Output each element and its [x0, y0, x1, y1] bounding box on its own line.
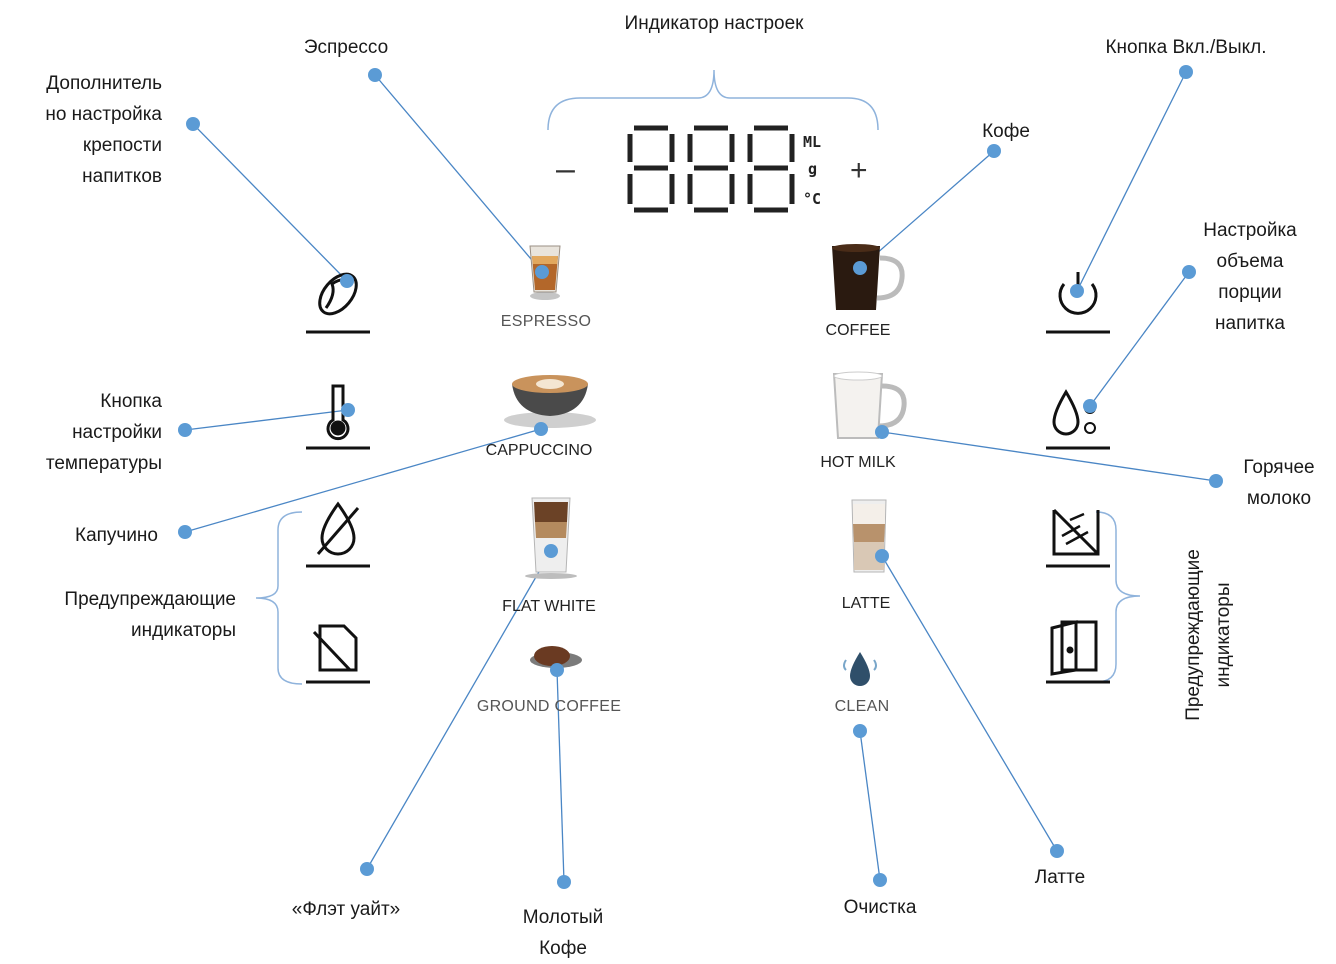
warnings-right-bracket — [1095, 511, 1141, 683]
clean-drops-icon — [843, 652, 877, 686]
espresso-glass-icon — [529, 245, 561, 300]
warning-descale — [306, 624, 370, 684]
callout-strength: Дополнитель но настройка крепости напитк… — [45, 73, 162, 187]
coffee-button[interactable] — [822, 238, 912, 316]
cappuccino-button[interactable] — [498, 368, 604, 430]
temperature-button[interactable] — [300, 378, 376, 452]
drop-volume-icon — [1052, 389, 1096, 436]
water-drop-crossed-icon — [316, 501, 360, 556]
leader-latte — [881, 555, 1058, 852]
flat-white-glass-icon — [525, 497, 577, 579]
leader-ground-coffee — [556, 669, 565, 883]
leader-strength — [192, 123, 348, 282]
callout-flat-white: «Флэт уайт» — [291, 899, 401, 920]
grounds-container-crossed-icon — [1052, 508, 1100, 556]
warning-grounds-container — [1046, 508, 1110, 568]
latte-button[interactable] — [826, 494, 912, 580]
power-icon — [1058, 272, 1098, 315]
ground-coffee-scoop-icon — [530, 646, 582, 668]
leader-temperature — [184, 409, 349, 431]
leader-cappuccino — [184, 428, 542, 533]
milk-mug-icon — [832, 371, 907, 439]
callout-temperature: Кнопка настройки температуры — [45, 391, 162, 474]
ground-coffee-label: GROUND COFFEE — [476, 698, 622, 715]
callout-warnings-right: Предупреждающие индикаторы — [1183, 549, 1234, 721]
espresso-button[interactable] — [520, 236, 570, 302]
callout-ground-coffee: Молотый Кофе — [522, 907, 604, 959]
callout-hot-milk: Горячее молоко — [1243, 457, 1315, 509]
warnings-left-bracket — [255, 511, 303, 685]
door-open-icon — [1050, 620, 1098, 676]
hot-milk-label: HOT MILK — [820, 454, 896, 471]
callout-warnings-left: Предупреждающие индикаторы — [64, 589, 236, 641]
leader-espresso — [374, 74, 543, 273]
thermometer-icon — [326, 384, 350, 441]
ground-coffee-button[interactable] — [522, 640, 586, 678]
callout-settings-indicator: Индикатор настроек — [624, 13, 804, 34]
cappuccino-label: CAPPUCCINO — [485, 442, 593, 459]
clean-label: CLEAN — [834, 698, 890, 715]
coffee-label: COFFEE — [825, 322, 891, 339]
callout-power: Кнопка Вкл./Выкл. — [1105, 37, 1267, 58]
callout-latte: Латте — [1034, 867, 1086, 888]
callout-coffee: Кофе — [982, 121, 1030, 142]
container-crossed-icon — [312, 624, 358, 672]
leader-flat-white — [366, 550, 552, 870]
volume-button[interactable] — [1040, 378, 1116, 452]
espresso-label: ESPRESSO — [500, 313, 592, 330]
latte-label: LATTE — [841, 595, 891, 612]
coffee-mug-icon — [832, 244, 905, 310]
leader-power — [1076, 71, 1187, 292]
leader-hot-milk — [881, 431, 1217, 482]
callout-clean: Очистка — [843, 897, 917, 918]
warning-door-open — [1046, 620, 1110, 684]
latte-glass-icon — [851, 499, 887, 573]
strength-button[interactable] — [300, 262, 376, 336]
callout-espresso: Эспрессо — [303, 37, 389, 58]
hot-milk-button[interactable] — [824, 366, 914, 444]
cappuccino-cup-icon — [504, 375, 596, 428]
clean-button[interactable] — [836, 644, 884, 692]
power-button[interactable] — [1040, 262, 1116, 336]
warning-no-water — [306, 501, 370, 568]
leader-coffee — [859, 150, 995, 269]
flat-white-button[interactable] — [508, 494, 594, 580]
leader-volume — [1089, 271, 1190, 407]
leader-clean — [859, 730, 881, 881]
callout-volume: Настройка объема порции напитка — [1203, 220, 1297, 334]
flat-white-label: FLAT WHITE — [502, 598, 596, 615]
coffee-bean-icon — [318, 272, 358, 316]
settings-bracket — [547, 69, 879, 131]
callout-cappuccino: Капучино — [75, 525, 158, 546]
